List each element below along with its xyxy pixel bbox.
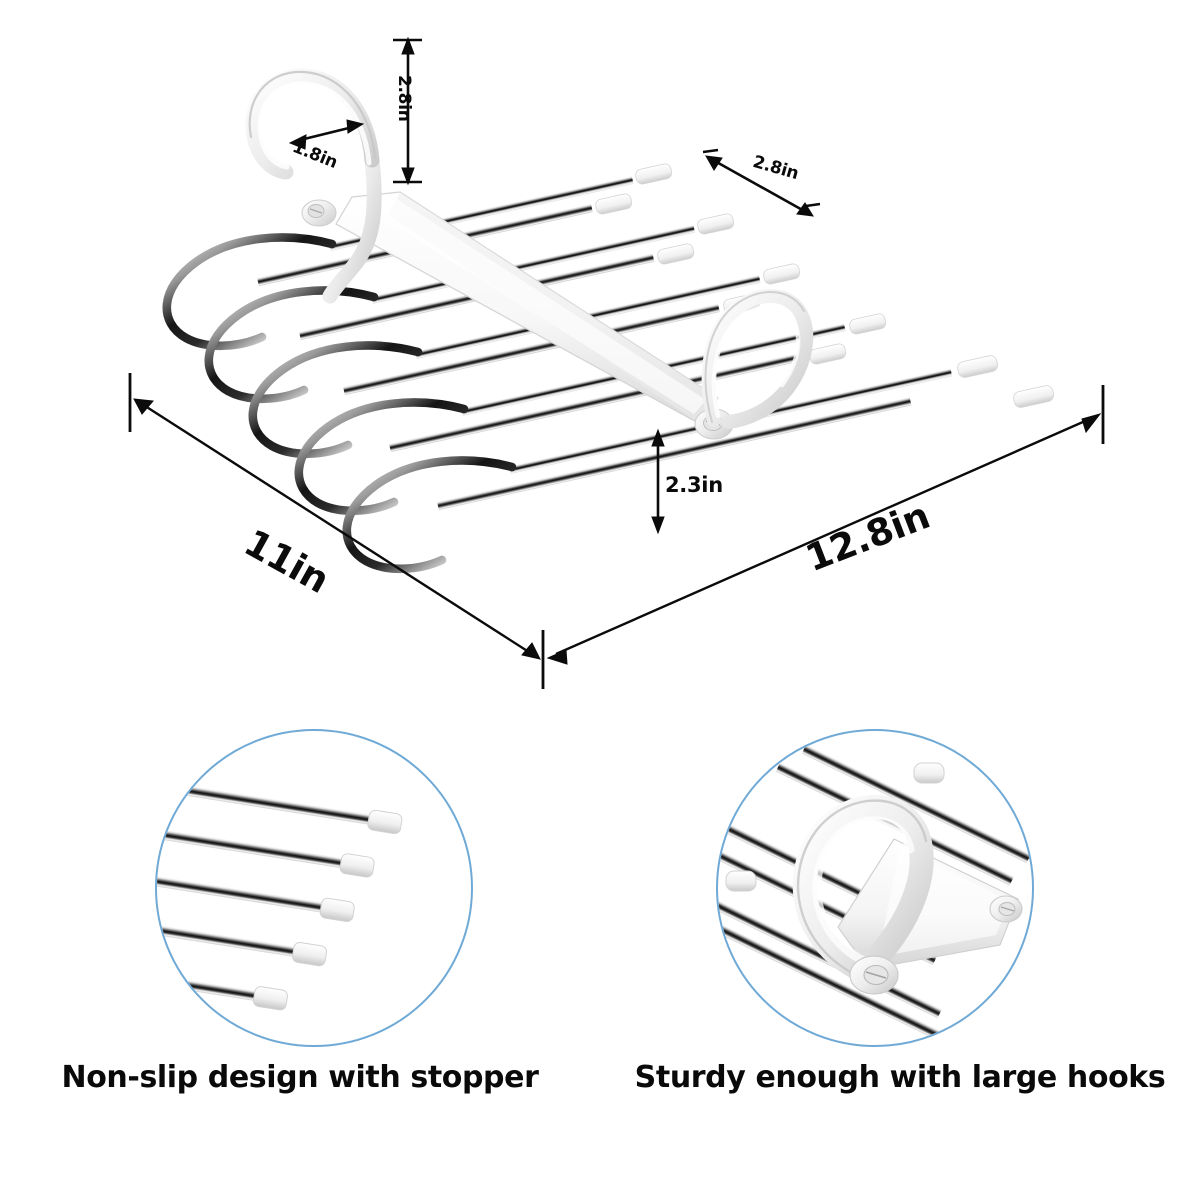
detail-caption-left: Non-slip design with stopper <box>61 1060 539 1095</box>
dimension-rail-spacing <box>702 148 821 217</box>
detail-caption-right: Sturdy enough with large hooks <box>634 1060 1166 1095</box>
detail-circle-hook <box>716 729 1034 1047</box>
hook-closeup-illustration <box>718 744 1031 1045</box>
secondary-hook <box>701 288 814 429</box>
dimension-label-hook-height: 2.8in <box>394 75 414 122</box>
dimension-label-tier-height: 2.3in <box>665 473 723 497</box>
dimension-depth <box>128 373 545 689</box>
dimension-annotations <box>128 36 1105 689</box>
stopper-closeup-illustration <box>157 783 403 1011</box>
main-hook <box>245 68 382 304</box>
detail-circle-stopper <box>155 729 473 1047</box>
pivot-screw-right-icon <box>989 895 1023 923</box>
dimension-hook-width <box>288 119 365 150</box>
pivot-screw-icon <box>849 955 899 995</box>
detail-panel-right: Sturdy enough with large hooks <box>600 715 1200 1185</box>
dimension-hook-height <box>393 36 422 186</box>
pivot-boss-top <box>301 199 337 227</box>
detail-panel-left: Non-slip design with stopper <box>0 715 600 1185</box>
plastic-spine <box>335 191 719 425</box>
dimension-tier-height <box>651 428 665 535</box>
dimension-width <box>546 385 1105 665</box>
